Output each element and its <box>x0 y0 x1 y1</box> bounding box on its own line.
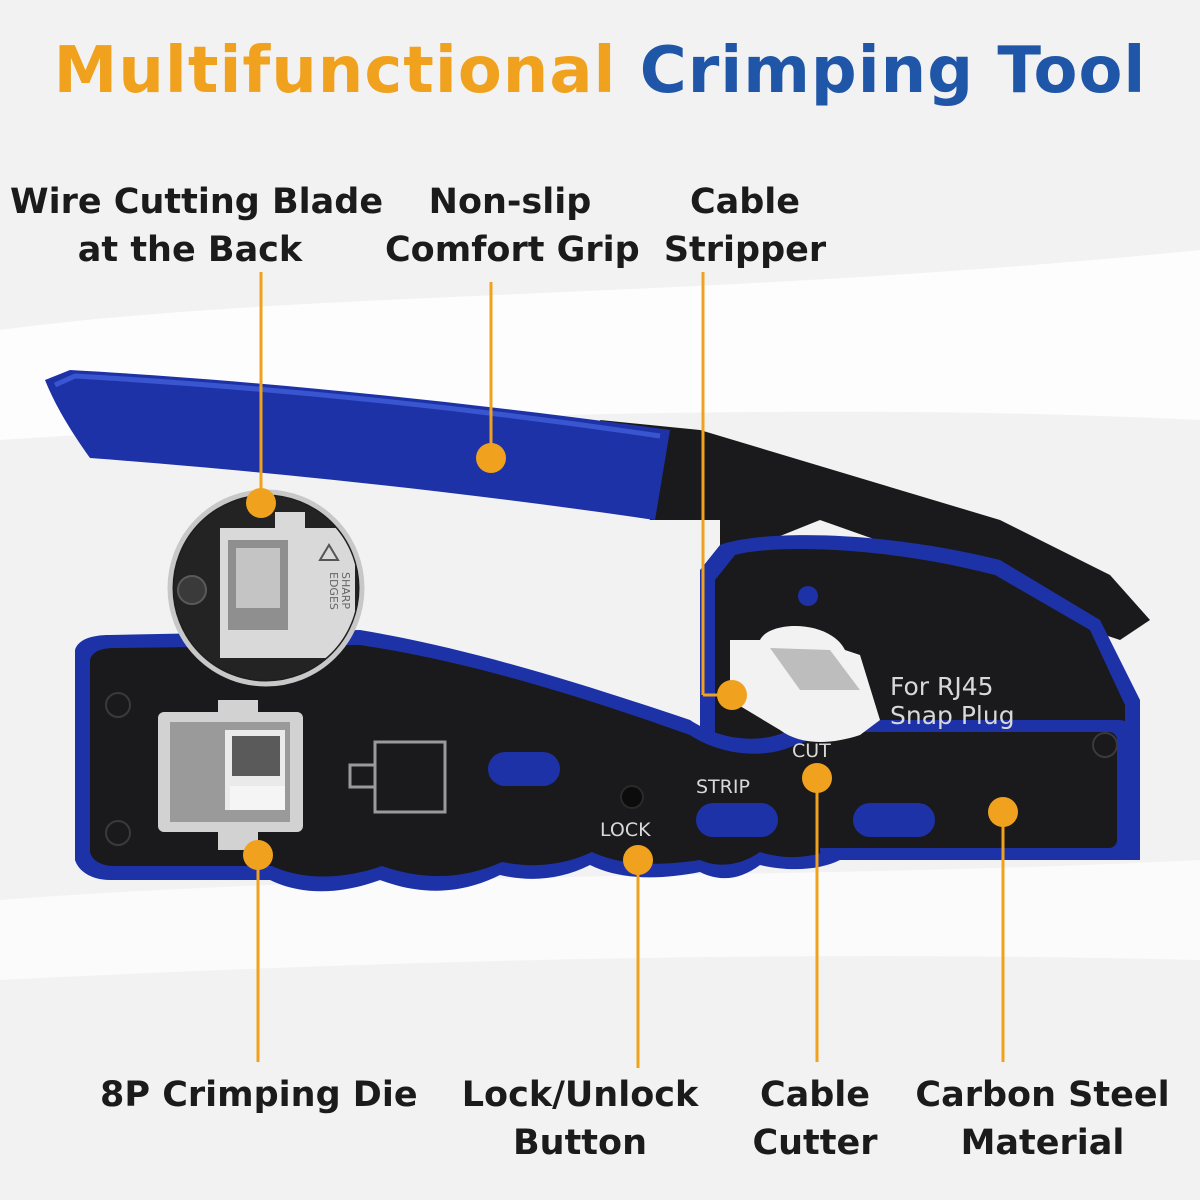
lock-button-icon[interactable] <box>620 785 644 809</box>
warning-triangle-icon <box>318 543 340 561</box>
strip-text: STRIP <box>696 776 750 798</box>
rj45-port-outline <box>348 740 447 814</box>
label-line: Wire Cutting Blade <box>10 182 384 222</box>
label-line: Lock/Unlock <box>461 1075 699 1115</box>
callout-dot-icon <box>623 845 653 875</box>
label-line: Cable <box>689 182 801 222</box>
title-part-orange: Multifunctional <box>53 34 617 108</box>
label-line: Stripper <box>663 230 827 270</box>
screw-icon <box>177 575 207 605</box>
sharp-edges-text-1: SHARP <box>339 572 352 609</box>
callout-dot-icon <box>246 488 276 518</box>
rj45-text-line1: For RJ45 <box>890 672 994 701</box>
stripper-blade <box>770 648 860 690</box>
cut-text: CUT <box>792 740 831 762</box>
label-cable-stripper: Cable Stripper <box>660 178 830 274</box>
blade-inset: SHARP EDGES <box>167 489 365 687</box>
callout-dot-icon <box>802 763 832 793</box>
page-title: Multifunctional Crimping Tool <box>0 34 1200 108</box>
grip-highlight <box>53 373 661 439</box>
label-crimping-die: 8P Crimping Die <box>100 1071 418 1119</box>
comfort-grip <box>45 370 670 520</box>
label-comfort-grip: Non-slip Comfort Grip <box>385 178 640 274</box>
label-line: at the Back <box>77 230 303 270</box>
label-wire-cutting-blade: Wire Cutting Blade at the Back <box>10 178 384 274</box>
background-swoosh-lower <box>0 860 1200 980</box>
label-lock-button: Lock/Unlock Button <box>460 1071 700 1167</box>
body-slot-left <box>488 752 560 786</box>
sharp-edges-text-2: EDGES <box>327 572 340 610</box>
head-pivot-dot <box>798 586 818 606</box>
callout-dot-icon <box>988 797 1018 827</box>
label-line: Material <box>960 1123 1125 1163</box>
label-carbon-steel: Carbon Steel Material <box>915 1071 1170 1167</box>
label-line: Non-slip <box>428 182 592 222</box>
cut-slot[interactable] <box>853 803 935 837</box>
label-line: Carbon Steel <box>915 1075 1170 1115</box>
callout-dot-icon <box>476 443 506 473</box>
title-part-blue: Crimping Tool <box>639 34 1147 108</box>
crimping-die <box>158 700 303 850</box>
lock-text: LOCK <box>600 819 651 841</box>
label-cable-cutter: Cable Cutter <box>740 1071 890 1167</box>
label-line: Cutter <box>752 1123 878 1163</box>
label-line: Cable <box>759 1075 871 1115</box>
callout-leader-lines <box>256 272 1005 1068</box>
rj45-text-line2: Snap Plug <box>890 701 1015 730</box>
callout-dot-icon <box>243 840 273 870</box>
screw-icon <box>105 692 1118 846</box>
label-line: 8P Crimping Die <box>100 1075 418 1115</box>
strip-slot[interactable] <box>696 803 778 837</box>
label-line: Button <box>512 1123 648 1163</box>
label-line: Comfort Grip <box>385 230 640 270</box>
